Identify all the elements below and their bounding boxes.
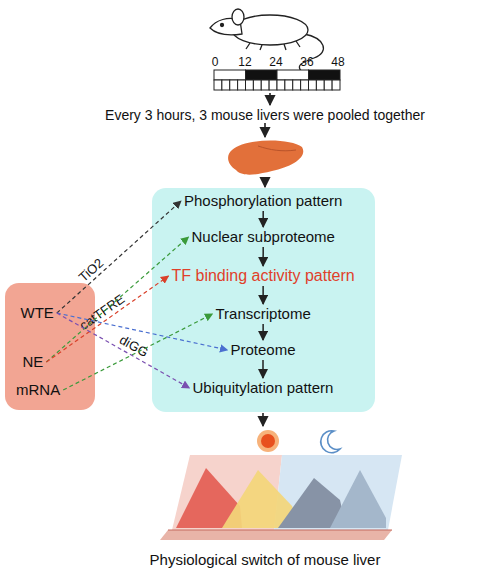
liver-detail: [258, 146, 296, 151]
flow-arrow: [269, 93, 271, 105]
mouse-legs: [246, 41, 300, 50]
sun-halo: [257, 430, 279, 452]
omics-layer: Phosphorylation pattern: [182, 192, 344, 210]
node-label: NE: [23, 353, 44, 371]
sample-type: NE: [21, 353, 46, 371]
omics-layer: Ubiquitylation pattern: [191, 379, 336, 397]
sample-cell: [324, 80, 332, 90]
node-label: Phosphorylation pattern: [184, 192, 342, 210]
method-label: TiO2: [75, 256, 106, 286]
mouse-eye: [221, 24, 224, 27]
sample-cell: [238, 80, 246, 90]
floor-line: [168, 530, 392, 531]
sample-cell: [246, 80, 254, 90]
physiology-illustration: [160, 430, 402, 540]
sample-cell: [309, 80, 317, 90]
node-label: Ubiquitylation pattern: [193, 379, 334, 397]
sample-cell: [301, 80, 309, 90]
sample-cell: [222, 80, 230, 90]
method-label: diGG: [117, 332, 151, 360]
liver-illustration: [228, 141, 303, 175]
node-label: Transcriptome: [216, 305, 311, 323]
light-phase: [277, 70, 309, 80]
sample-cell: [253, 80, 261, 90]
sample-cell: [269, 80, 277, 90]
dark-phase: [309, 70, 341, 80]
time-tick: 12: [238, 55, 251, 69]
sample-type: WTE: [19, 304, 56, 322]
step-note: Every 3 hours, 3 mouse livers were poole…: [105, 107, 425, 123]
sample-cell: [285, 80, 293, 90]
omics-layer: Proteome: [229, 341, 298, 359]
night-plane: [274, 455, 402, 530]
sample-type: mRNA: [14, 381, 62, 399]
omics-layer: TF binding activity pattern: [170, 267, 357, 285]
light-phase: [214, 70, 246, 80]
sample-cell: [332, 80, 340, 90]
node-label: mRNA: [16, 381, 60, 399]
mouse-ear: [232, 9, 244, 25]
dark-phase: [246, 70, 278, 80]
sample-cell: [261, 80, 269, 90]
sun-icon: [261, 434, 275, 448]
sample-cell: [293, 80, 301, 90]
sample-cell: [316, 80, 324, 90]
timeline-bar: [214, 70, 340, 90]
omics-layer: Transcriptome: [214, 305, 313, 323]
node-label: Nuclear subproteome: [192, 228, 335, 246]
sample-cell: [230, 80, 238, 90]
time-tick: 48: [331, 55, 344, 69]
node-label: WTE: [21, 304, 54, 322]
node-label: TF binding activity pattern: [172, 267, 355, 285]
floor-strip: [160, 530, 392, 540]
omics-layer: Nuclear subproteome: [190, 228, 337, 246]
mouse-illustration: [210, 9, 323, 72]
moon-icon: [321, 431, 340, 453]
method-panel: Phosphorylation patternNuclear subproteo…: [152, 188, 375, 412]
liver-lobe: [228, 141, 303, 175]
sample-cell: [214, 80, 222, 90]
time-tick: 0: [212, 55, 219, 69]
figure-caption: Physiological switch of mouse liver: [150, 551, 381, 568]
node-label: Proteome: [231, 341, 296, 359]
sample-cell: [277, 80, 285, 90]
mouse-tail: [299, 34, 323, 72]
time-tick: 24: [269, 55, 282, 69]
flow-arrow: [264, 177, 266, 187]
flow-arrow: [262, 413, 264, 426]
time-tick: 36: [300, 55, 313, 69]
sample-panel: WTE NE mRNA: [5, 283, 95, 410]
sample-cells: [214, 80, 340, 90]
wave-shape: [330, 470, 386, 528]
flow-arrow: [264, 123, 266, 137]
